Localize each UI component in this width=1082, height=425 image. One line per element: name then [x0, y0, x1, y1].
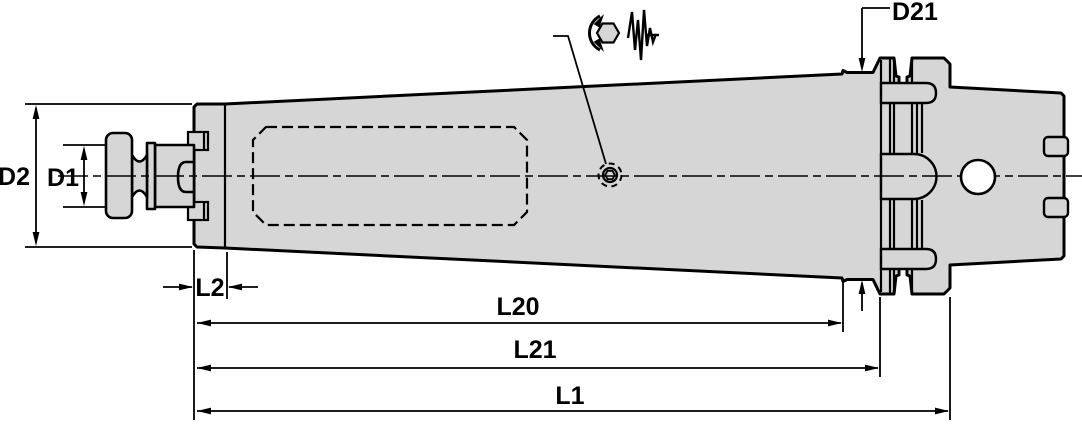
hidden-pocket-outline	[251, 125, 529, 227]
hex-nut-icon	[595, 22, 621, 44]
end-notch-bottom	[1042, 196, 1070, 219]
dim-label-d2: D2	[0, 163, 30, 191]
dim-label-d21: D21	[892, 0, 938, 26]
dim-label-l1: L1	[555, 382, 584, 410]
pilot-assembly	[104, 131, 196, 220]
rotation-arrows-icon	[587, 14, 601, 52]
vibration-wave-icon	[626, 9, 659, 61]
end-notch-top	[1042, 135, 1070, 158]
tool-holder-body	[58, 56, 1082, 296]
balance-symbol	[553, 9, 659, 165]
flange-slot-center	[879, 152, 938, 201]
dimension-lines	[25, 7, 951, 420]
dim-label-l21: L21	[513, 336, 556, 364]
flange-slots	[879, 81, 938, 271]
flange-slot-bottom	[879, 247, 938, 271]
flange-slot-top	[879, 81, 938, 105]
screw-neck	[130, 153, 149, 199]
leader-line	[553, 35, 607, 165]
dim-label-l2: L2	[195, 274, 224, 302]
pilot-nose-lines	[176, 160, 194, 194]
dim-label-d1: D1	[47, 164, 79, 192]
set-screw-hole-icon	[597, 162, 623, 188]
shank-end-notches	[1042, 135, 1070, 219]
shank-drive-hole	[959, 158, 997, 196]
dim-label-l20: L20	[496, 293, 539, 321]
